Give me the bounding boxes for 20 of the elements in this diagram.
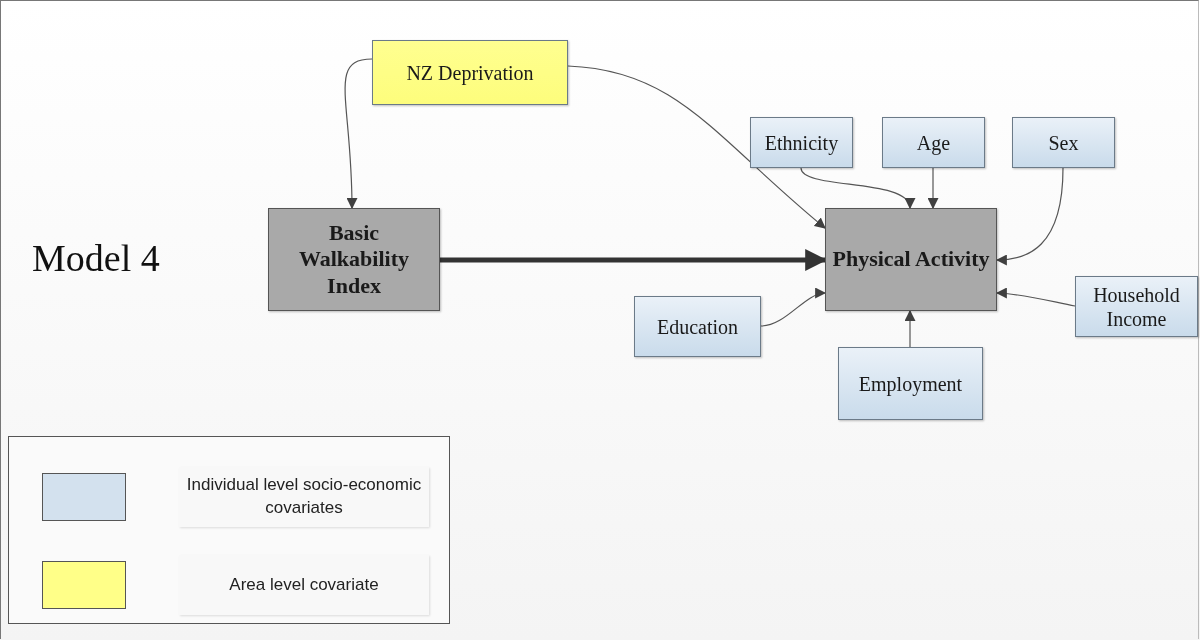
variable-box: Physical Activity: [825, 208, 997, 311]
legend-text: Area level covariate: [179, 555, 429, 615]
covariate-box: Education: [634, 296, 761, 357]
covariate-box: Sex: [1012, 117, 1115, 168]
arrow: [995, 167, 1064, 266]
variable-box: Basic Walkability Index: [268, 208, 440, 311]
covariate-box: Ethnicity: [750, 117, 853, 168]
arrow: [995, 287, 1076, 307]
arrow: [344, 58, 373, 210]
arrow: [904, 309, 916, 348]
legend-text: Individual level socio-economic covariates: [179, 467, 429, 527]
covariate-box: Employment: [838, 347, 983, 420]
covariate-box: Household Income: [1075, 276, 1198, 337]
arrow: [760, 288, 827, 327]
arrow: [800, 167, 913, 210]
covariate-box: Age: [882, 117, 985, 168]
covariate-box: NZ Deprivation: [372, 40, 568, 105]
arrow: [567, 65, 826, 229]
arrow: [927, 167, 939, 210]
model-label: Model 4: [32, 236, 160, 280]
